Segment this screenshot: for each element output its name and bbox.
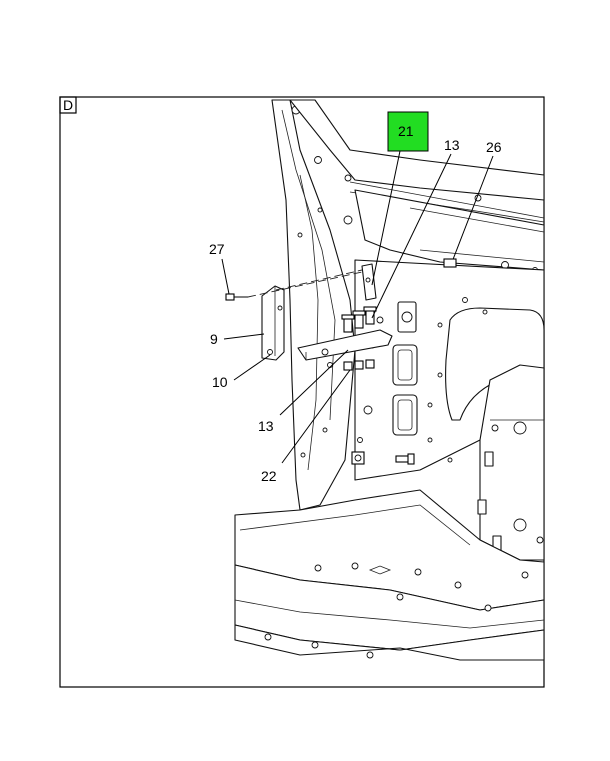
leader-22 [281,369,351,464]
callout-9: 9 [210,331,218,347]
leader-13-top [371,153,452,319]
cab-structure [234,99,545,661]
door-pillar [271,99,356,511]
side-bracket [225,285,285,361]
connector-slot-lower [392,394,418,436]
leader-10 [233,354,271,381]
highlight-box-21 [387,111,429,152]
callout-10: 10 [212,374,228,390]
view-label-box [59,96,77,114]
alignment-line-2 [275,269,363,291]
mounting-plate [297,329,393,361]
floor-bolt [351,405,415,465]
callout-13-bottom: 13 [258,418,274,434]
leader-9 [223,333,265,340]
callout-22: 22 [261,468,277,484]
callout-27: 27 [209,241,225,257]
bracket-plate [261,285,285,361]
screw [225,293,235,301]
stud-bolts-upper [341,306,377,333]
leader-26 [451,155,494,263]
roof-rail [289,99,545,201]
leader-13-bottom [279,349,349,416]
view-label: D [63,97,73,113]
connector-slot-upper [392,344,418,386]
leader-21 [371,150,401,286]
callout-13-top: 13 [444,137,460,153]
alignment-line-1 [247,271,363,298]
callout-21: 21 [398,123,414,139]
nuts-lower [343,359,375,371]
mounting-plate-assembly [297,263,393,371]
floor-lower-edge [234,624,545,661]
back-wall-top [354,189,545,271]
leader-27 [221,258,230,295]
callout-26: 26 [486,139,502,155]
